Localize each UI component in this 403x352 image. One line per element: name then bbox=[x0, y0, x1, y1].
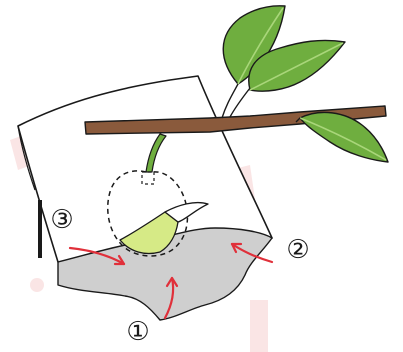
opening-bar bbox=[38, 200, 42, 258]
step-1-label: ① bbox=[126, 317, 149, 347]
bag bbox=[18, 76, 272, 320]
leaves bbox=[223, 6, 388, 162]
step-3-label: ③ bbox=[50, 205, 73, 235]
step-2-label: ② bbox=[286, 235, 309, 265]
